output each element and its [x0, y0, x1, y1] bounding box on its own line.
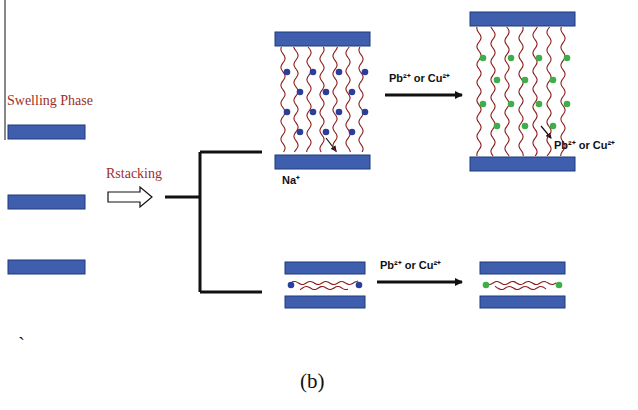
reaction-arrow	[377, 281, 462, 284]
cation-dot	[310, 109, 317, 116]
cation-dot	[323, 129, 330, 136]
cation-dot	[349, 89, 356, 96]
branch-bracket	[165, 152, 262, 292]
ion-label: Pb²⁺ or Cu²⁺	[389, 72, 450, 84]
surfactant-chain	[491, 27, 495, 156]
surfactant-chain	[307, 47, 312, 152]
cation-dot	[508, 55, 515, 62]
cation-dot	[362, 109, 369, 116]
clay-layer	[8, 195, 85, 209]
surfactant-chain	[495, 286, 546, 289]
surfactant-chain	[561, 27, 565, 156]
cation-dot	[536, 55, 543, 62]
process-label: Rstacking	[106, 166, 162, 181]
clay-layer	[275, 155, 370, 169]
cation-dot	[323, 89, 330, 96]
surfactant-chain	[505, 27, 509, 156]
cation-dot	[362, 69, 369, 76]
surfactant-chain	[547, 27, 551, 156]
ion-label: Pb²⁺ or Cu²⁺	[554, 139, 615, 151]
cation-dot	[522, 77, 529, 84]
surfactant-chain	[487, 281, 556, 284]
cation-dot	[494, 77, 501, 84]
clay-layer	[480, 296, 565, 308]
hollow-arrow	[108, 187, 152, 207]
clay-layer	[470, 12, 575, 26]
surfactant-chain	[294, 47, 299, 152]
cation-dot	[480, 55, 487, 62]
cation-dot	[483, 282, 490, 289]
clay-layer	[275, 32, 370, 46]
cation-dot	[550, 77, 557, 84]
clay-layer	[285, 262, 365, 274]
surfactant-chain	[359, 47, 363, 152]
surfactant-chain	[292, 281, 358, 285]
cation-dot	[494, 123, 501, 130]
clay-layer	[285, 296, 365, 308]
cation-dot	[556, 282, 563, 289]
surfactant-chain	[533, 27, 537, 156]
reaction-arrow	[385, 94, 462, 97]
cation-dot	[564, 101, 571, 108]
clay-layer	[480, 262, 565, 274]
phase-title: Swelling Phase	[7, 93, 93, 108]
cation-dot	[336, 69, 343, 76]
cation-dot	[522, 123, 529, 130]
surfactant-chain	[346, 47, 351, 152]
cation-dot	[284, 69, 291, 76]
surfactant-chain	[281, 47, 285, 152]
surfactant-chain	[333, 47, 338, 152]
cation-dot	[349, 129, 356, 136]
cation-dot	[564, 55, 571, 62]
surfactant-chain	[300, 286, 348, 289]
cation-dot	[480, 101, 487, 108]
surfactant-chain	[519, 27, 523, 156]
cation-dot	[508, 101, 515, 108]
cation-dot	[288, 282, 295, 289]
cation-dots	[284, 55, 571, 289]
stray-mark: `	[18, 334, 25, 357]
clay-layer	[8, 260, 85, 274]
cation-dot	[550, 123, 557, 130]
cation-dot	[336, 109, 343, 116]
surfactant-chains	[281, 27, 565, 290]
clay-layer	[8, 125, 85, 139]
surfactant-chain	[320, 47, 324, 152]
edge-line	[5, 0, 6, 140]
surfactant-chain	[477, 27, 481, 156]
cation-dot	[284, 109, 291, 116]
cation-dot	[297, 129, 304, 136]
ion-label: Na⁺	[282, 174, 300, 186]
cation-dot	[536, 101, 543, 108]
cation-dot	[356, 282, 363, 289]
cation-dot	[310, 69, 317, 76]
ion-label: Pb²⁺ or Cu²⁺	[380, 259, 441, 271]
figure-caption: (b)	[300, 370, 325, 393]
cation-dot	[297, 89, 304, 96]
clay-layer	[470, 157, 575, 171]
